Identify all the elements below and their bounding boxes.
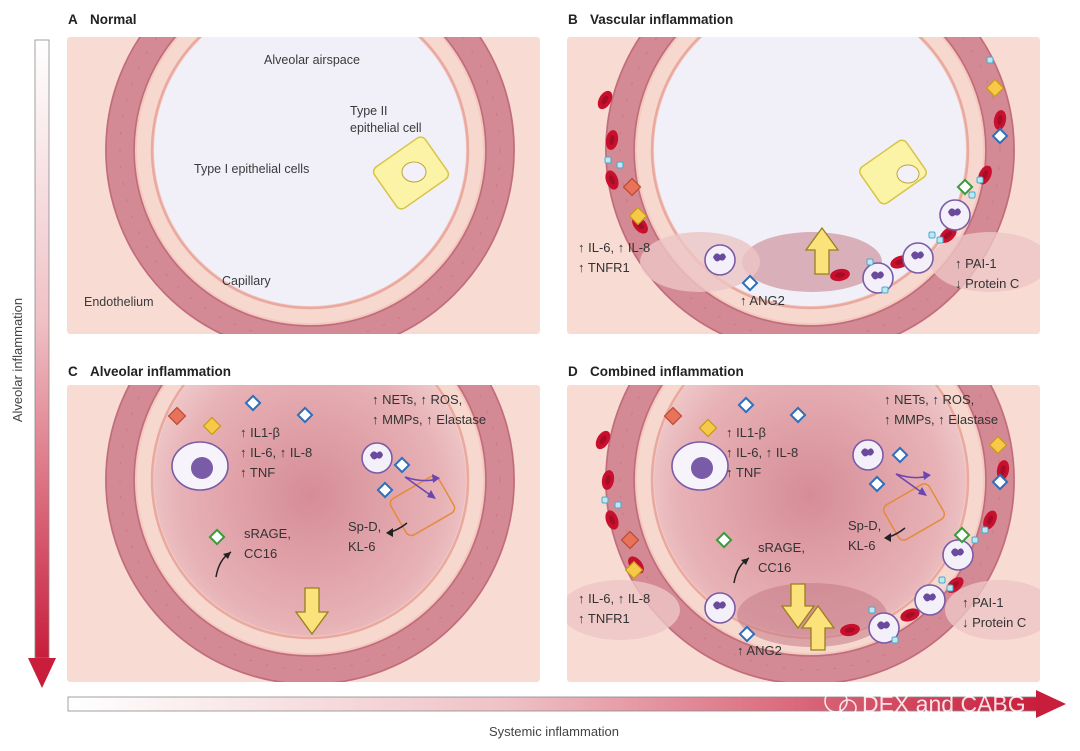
panel-c-title: Alveolar inflammation [90, 364, 231, 379]
panel-a: A Normal Alveolar airspace Type II epith… [67, 12, 540, 334]
panel-c: C Alveolar inflammation [67, 364, 540, 682]
marker-c-center-1: ↑ IL1-β [240, 425, 280, 440]
marker-d-srage-2: CC16 [758, 560, 791, 575]
marker-d-left-1: ↑ IL-6, ↑ IL-8 [578, 591, 650, 606]
marker-c-srage-2: CC16 [244, 546, 277, 561]
panel-d-letter: D [568, 364, 578, 379]
marker-c-center-2: ↑ IL-6, ↑ IL-8 [240, 445, 312, 460]
panel-d: D Combined inflammation [567, 364, 1040, 682]
marker-b-right-2: ↓ Protein C [955, 276, 1019, 291]
label-type2-line1: Type II [350, 104, 388, 118]
marker-d-center-3: ↑ TNF [726, 465, 761, 480]
marker-c-topright-2: ↑ MMPs, ↑ Elastase [372, 412, 486, 427]
panel-b-letter: B [568, 12, 578, 27]
marker-b-right-1: ↑ PAI-1 [955, 256, 997, 271]
label-type2-line2: epithelial cell [350, 121, 422, 135]
marker-c-sp-2: KL-6 [348, 539, 375, 554]
horizontal-axis-label: Systemic inflammation [489, 724, 619, 739]
label-endothelium: Endothelium [84, 295, 154, 309]
marker-d-left-2: ↑ TNFR1 [578, 611, 630, 626]
marker-d-topright-1: ↑ NETs, ↑ ROS, [884, 392, 974, 407]
panel-b: B Vascular inflammation [567, 12, 1040, 334]
panel-c-letter: C [68, 364, 78, 379]
marker-c-srage-1: sRAGE, [244, 526, 291, 541]
marker-d-right-2: ↓ Protein C [962, 615, 1026, 630]
horizontal-axis: Systemic inflammation [67, 690, 1066, 739]
marker-c-sp-1: Sp-D, [348, 519, 381, 534]
marker-d-bottom: ↑ ANG2 [737, 643, 782, 658]
marker-d-right-1: ↑ PAI-1 [962, 595, 1004, 610]
marker-b-left-1: ↑ IL-6, ↑ IL-8 [578, 240, 650, 255]
marker-d-center-2: ↑ IL-6, ↑ IL-8 [726, 445, 798, 460]
label-capillary: Capillary [222, 274, 271, 288]
marker-c-topright-1: ↑ NETs, ↑ ROS, [372, 392, 462, 407]
panel-a-letter: A [68, 12, 78, 27]
marker-c-center-3: ↑ TNF [240, 465, 275, 480]
marker-d-topright-2: ↑ MMPs, ↑ Elastase [884, 412, 998, 427]
marker-d-sp-2: KL-6 [848, 538, 875, 553]
panel-a-title: Normal [90, 12, 137, 27]
panel-d-title: Combined inflammation [590, 364, 744, 379]
label-type1: Type I epithelial cells [194, 162, 309, 176]
vertical-axis-label: Alveolar inflammation [10, 298, 25, 422]
watermark: DEX and CABG [824, 689, 1026, 717]
marker-b-bottom: ↑ ANG2 [740, 293, 785, 308]
marker-d-sp-1: Sp-D, [848, 518, 881, 533]
marker-b-left-2: ↑ TNFR1 [578, 260, 630, 275]
vertical-axis: Alveolar inflammation [10, 39, 56, 688]
label-airspace: Alveolar airspace [264, 53, 360, 67]
marker-d-center-1: ↑ IL1-β [726, 425, 766, 440]
watermark-text: DEX and CABG [862, 691, 1026, 717]
marker-d-srage-1: sRAGE, [758, 540, 805, 555]
type-ii-epithelial-cell [372, 136, 450, 210]
panel-b-title: Vascular inflammation [590, 12, 733, 27]
